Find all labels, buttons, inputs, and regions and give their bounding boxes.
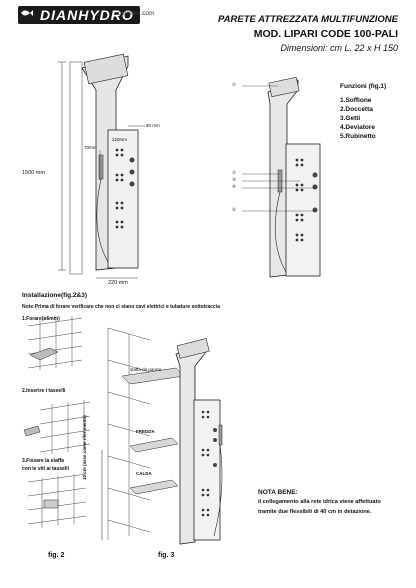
installation-drawings	[23, 316, 223, 545]
dim-width: 220 mm	[108, 280, 128, 286]
install-title: Installazione(fig.2&3)	[22, 292, 88, 299]
fig3-hose	[213, 444, 223, 537]
nota-bene-line-2: tramite due flessibili di 40 cm in detaz…	[258, 509, 372, 515]
dim-top-offset: 80 mm	[146, 123, 160, 128]
functions-title: Funzioni (fig.1)	[340, 83, 387, 90]
step-3b: con le viti ai tasselli	[22, 466, 69, 472]
right-shower-head	[268, 76, 300, 98]
step-2: 2.Inserire i tasselli	[22, 388, 66, 394]
callout-4: ④	[232, 184, 237, 189]
callout-1: ①	[232, 82, 237, 87]
bracket-icon	[43, 499, 59, 509]
function-4: 4.Deviatore	[340, 124, 376, 131]
fish-logo-icon	[21, 10, 33, 16]
callout-3: ③	[232, 177, 237, 182]
model-title: MOD. LIPARI CODE 100-PALI	[253, 28, 398, 40]
fig3-label: fig. 3	[158, 552, 175, 559]
callout-5: ⑤	[232, 207, 237, 212]
callout-2: ②	[232, 170, 237, 175]
jets-group	[115, 148, 124, 229]
fig2-label: fig. 2	[48, 552, 65, 559]
function-3: 3.Getti	[340, 115, 361, 122]
step-1: 1.Forare(ø6mm)	[22, 316, 60, 322]
label-ref-distance: 10 cm (asse come riferimento)	[82, 415, 87, 480]
fig3-shower-head	[176, 338, 210, 359]
function-1: 1.Soffione	[340, 97, 372, 104]
right-jets-group	[295, 158, 304, 242]
wall-outline	[69, 61, 83, 275]
dimensions-text: Dimensioni: cm L. 22 x H 150	[280, 43, 398, 53]
fig3-wall-grid	[107, 327, 151, 540]
dim-inner1: 70mm	[84, 145, 97, 150]
page-title: PARETE ATTREZZATA MULTIFUNZIONE	[218, 14, 398, 25]
fig2-wall-2	[39, 400, 91, 454]
fig1-technical-drawing	[58, 53, 321, 279]
hose	[96, 178, 109, 263]
plug-icon	[23, 425, 41, 437]
fig3-hand-shower	[218, 424, 223, 446]
label-fredda: FREDDA	[136, 429, 155, 434]
brand-logo: DIANHYDRO	[18, 6, 140, 24]
knobs-group	[129, 157, 135, 187]
label-calda: CALDA	[136, 471, 152, 476]
fig3-jets	[201, 410, 210, 517]
fig2-wall-1	[27, 316, 83, 370]
function-5: 5.Rubinetto	[340, 133, 376, 140]
install-note: Note:Prima di forare verificare che non …	[22, 304, 220, 310]
hand-shower	[98, 154, 104, 180]
function-2: 2.Doccetta	[340, 106, 373, 113]
drill-icon	[29, 347, 59, 361]
shower-head	[83, 53, 129, 85]
label-bracket: staffa da parete	[130, 367, 162, 372]
dim-height: 1500 mm	[22, 170, 45, 176]
fitting-calda	[129, 479, 179, 495]
fig3-panel-front	[193, 399, 221, 541]
dim-inner2: 220mm	[112, 137, 128, 142]
nota-bene-title: NOTA BENE:	[258, 489, 298, 496]
website-text: dianflex.com	[118, 10, 155, 17]
nota-bene-line-1: il collegamento alla rete idrica viene a…	[258, 499, 381, 505]
fitting-fredda	[129, 437, 179, 453]
panel-front	[107, 129, 139, 269]
step-3: 3.Fissare la staffa	[22, 458, 64, 464]
